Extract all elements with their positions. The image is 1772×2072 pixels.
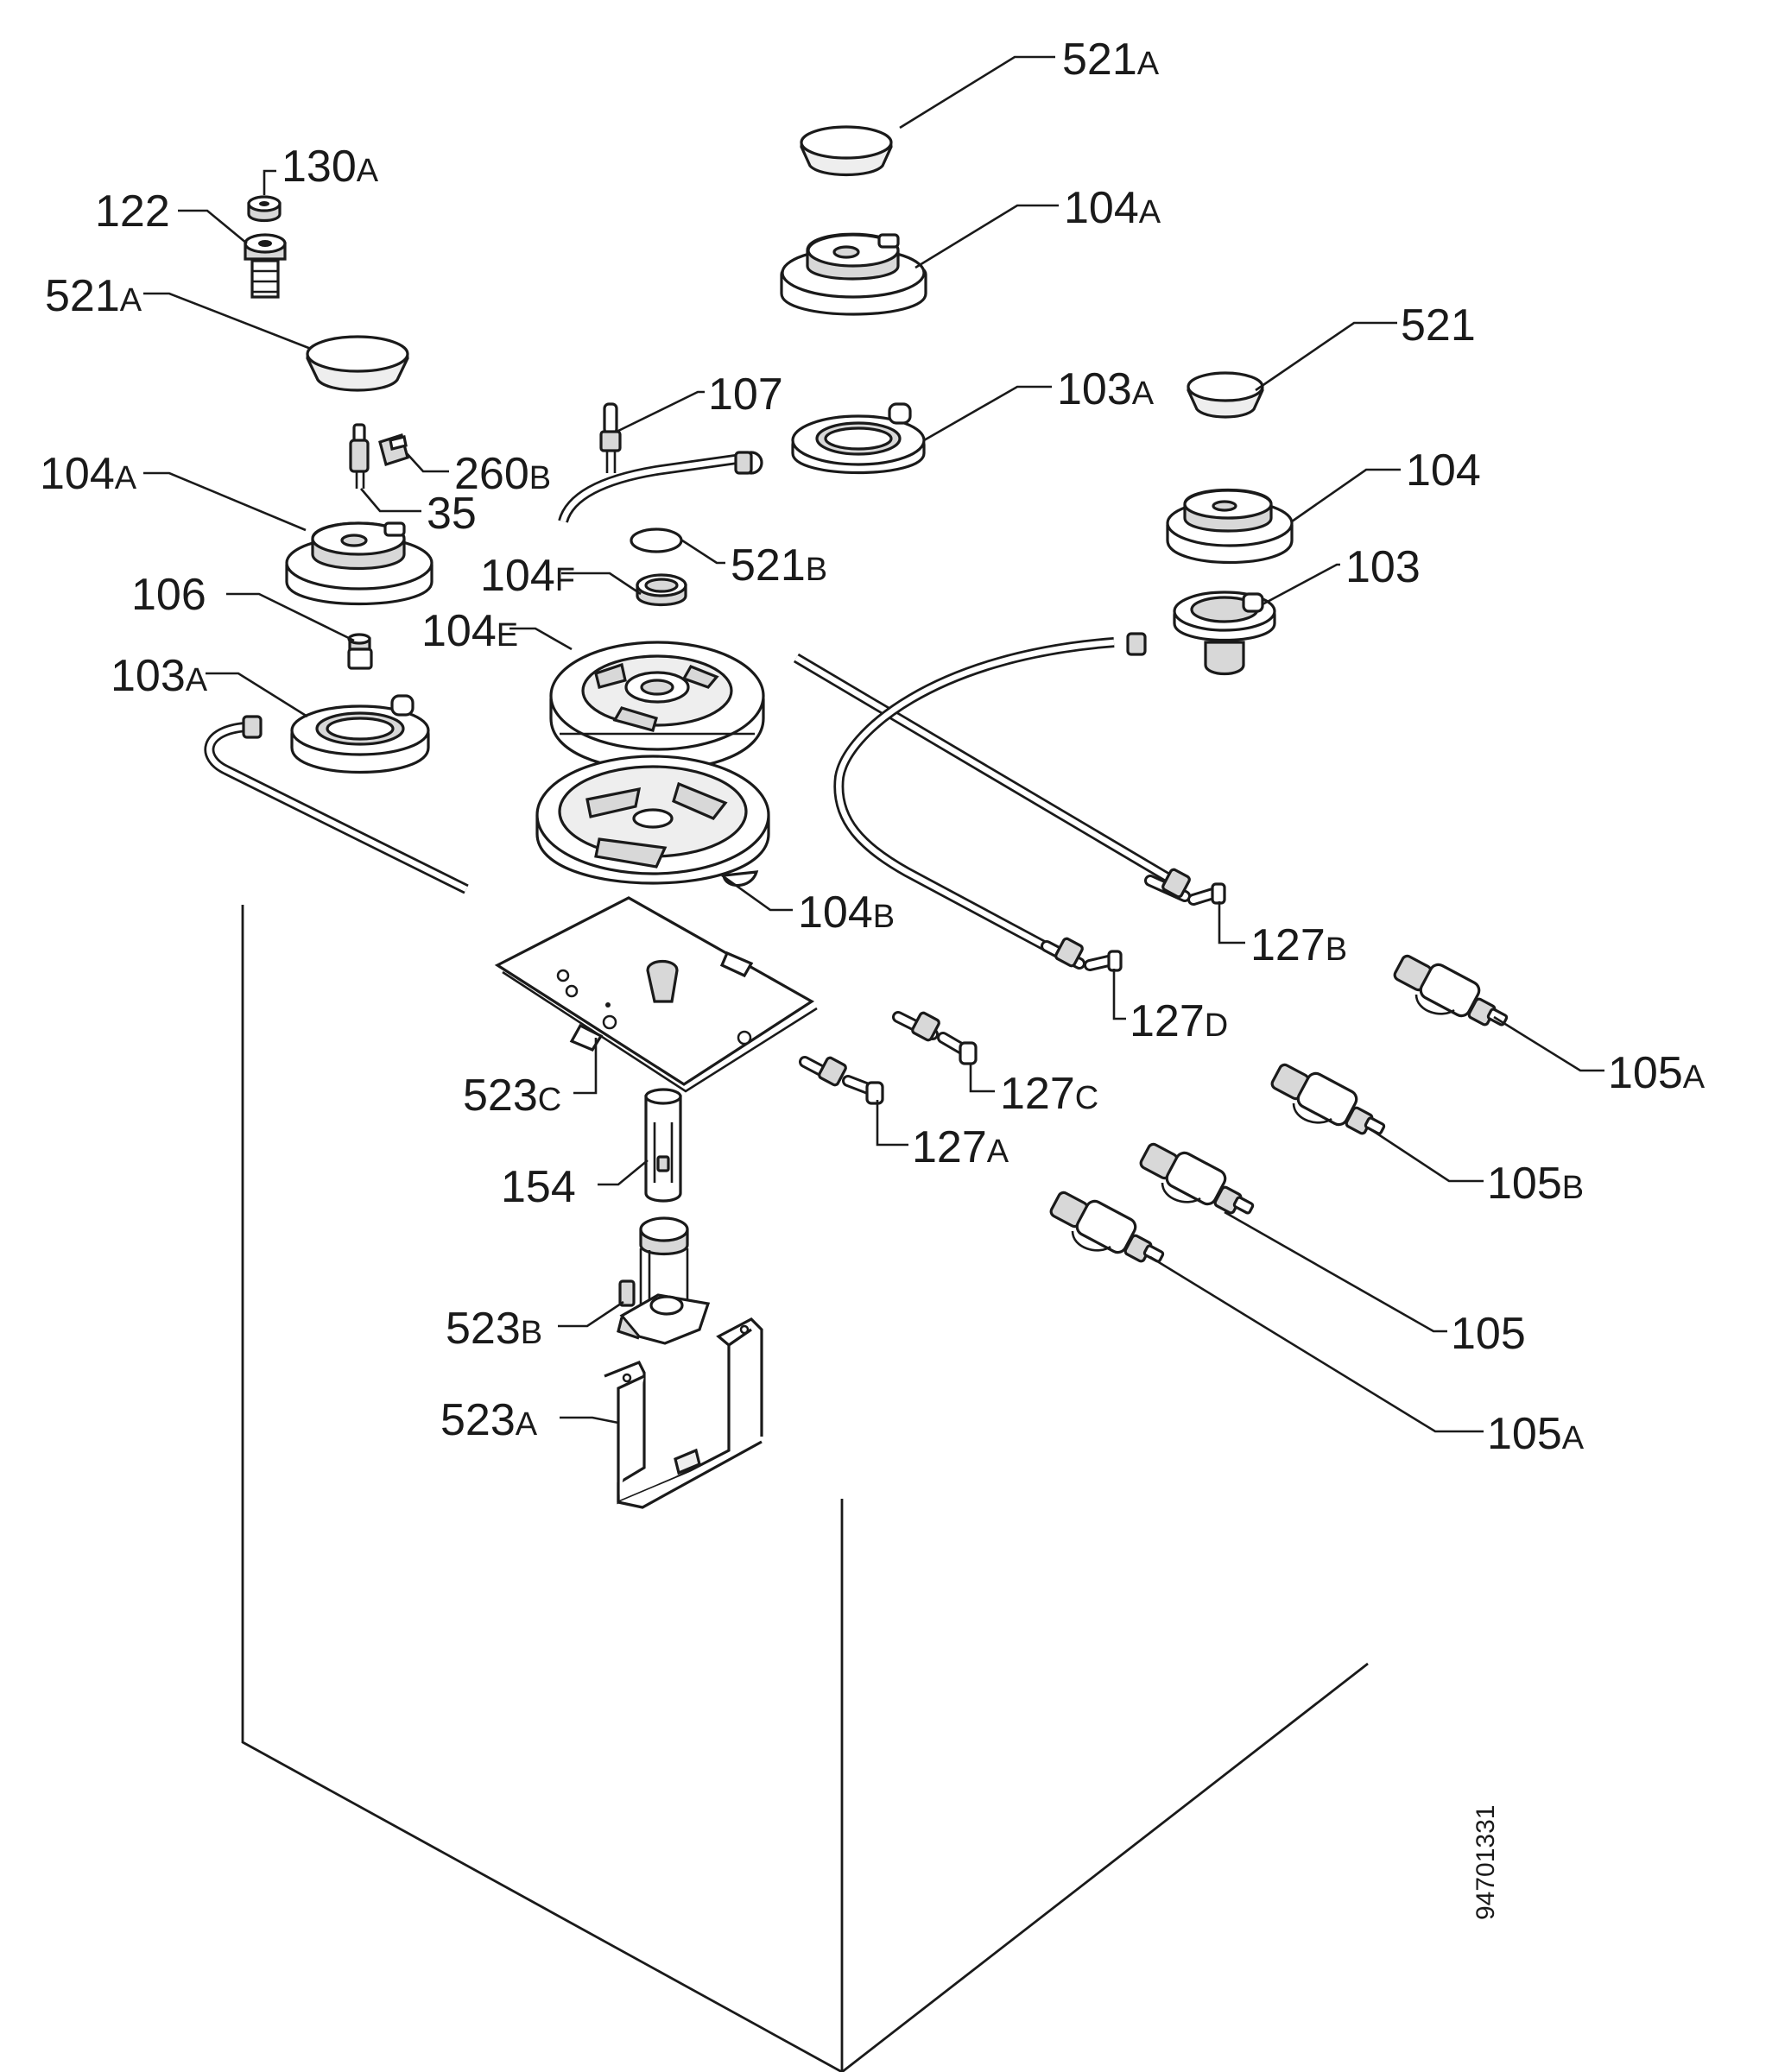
label-127a: 127A [912,1122,1009,1172]
valve-105a-right [1393,954,1509,1027]
label-107: 107 [708,370,783,420]
label-104: 104 [1406,445,1481,496]
label-103a-left: 103A [111,651,208,701]
label-105a-bottom: 105A [1487,1409,1585,1459]
part-130a-washer [247,195,282,223]
label-130a: 130A [282,142,379,192]
burner-head-104a-top [780,232,927,316]
leader-lines [143,55,1604,1433]
burner-cup-103a-top [734,402,926,475]
part-35-spark-electrode [349,423,370,489]
cap-521a-left [306,335,409,392]
label-104b: 104B [798,888,895,938]
label-105a-right: 105A [1608,1048,1706,1098]
gas-rails [204,454,1174,955]
label-523a: 523A [440,1395,538,1445]
part-107-thermocouple [599,402,622,473]
shaft-154 [644,1088,682,1203]
burner-cup-103 [1126,591,1276,675]
plate-523c [494,896,818,1093]
cap-104f [636,573,687,607]
burner-head-104a-left [285,521,434,606]
fitting-127a [799,1056,884,1105]
label-106: 106 [131,570,206,620]
valve-105a-bottom [1049,1191,1165,1263]
label-127b: 127B [1250,920,1347,970]
label-521a-left: 521A [45,271,142,321]
label-127d: 127D [1130,996,1228,1046]
label-521a-top: 521A [1062,35,1160,85]
label-103: 103 [1345,542,1421,592]
label-154: 154 [501,1162,576,1212]
cap-521b [630,527,683,553]
valve-105 [1139,1142,1255,1215]
label-127c: 127C [1000,1069,1098,1119]
bracket-523b [617,1216,711,1345]
fitting-127c [892,1011,978,1065]
label-104a-left: 104A [40,449,137,499]
label-523c: 523C [463,1071,561,1121]
cap-521a-top [800,125,893,177]
cabinet-frame [241,905,1369,2072]
part-122-injector [244,233,287,299]
label-521b: 521B [731,540,827,591]
label-105: 105 [1451,1309,1526,1359]
label-104a-top: 104A [1064,183,1161,233]
label-104e: 104E [421,606,518,656]
label-104f: 104F [480,551,575,601]
burner-cup-103a-left [242,694,430,774]
drawing-number: 94701331 [1471,1805,1500,1920]
label-35: 35 [427,489,477,539]
burner-ring-104b [535,755,770,888]
label-523b: 523B [446,1304,542,1354]
label-260b: 260B [454,449,551,499]
valve-105b [1270,1063,1386,1135]
part-260b-clip [378,433,409,467]
part-labels: 521A 104A 130A 122 521A 521 107 103A 260… [40,35,1706,1459]
label-103a-top: 103A [1057,364,1155,414]
label-122: 122 [95,186,170,237]
bracket-523a [604,1317,763,1509]
fitting-127d [1041,937,1123,972]
label-105b: 105B [1487,1159,1584,1209]
fitting-127b [1144,868,1226,906]
burner-ring-104e [549,641,765,772]
label-521: 521 [1401,300,1476,351]
cap-521 [1187,371,1264,419]
burner-head-104 [1166,488,1294,564]
